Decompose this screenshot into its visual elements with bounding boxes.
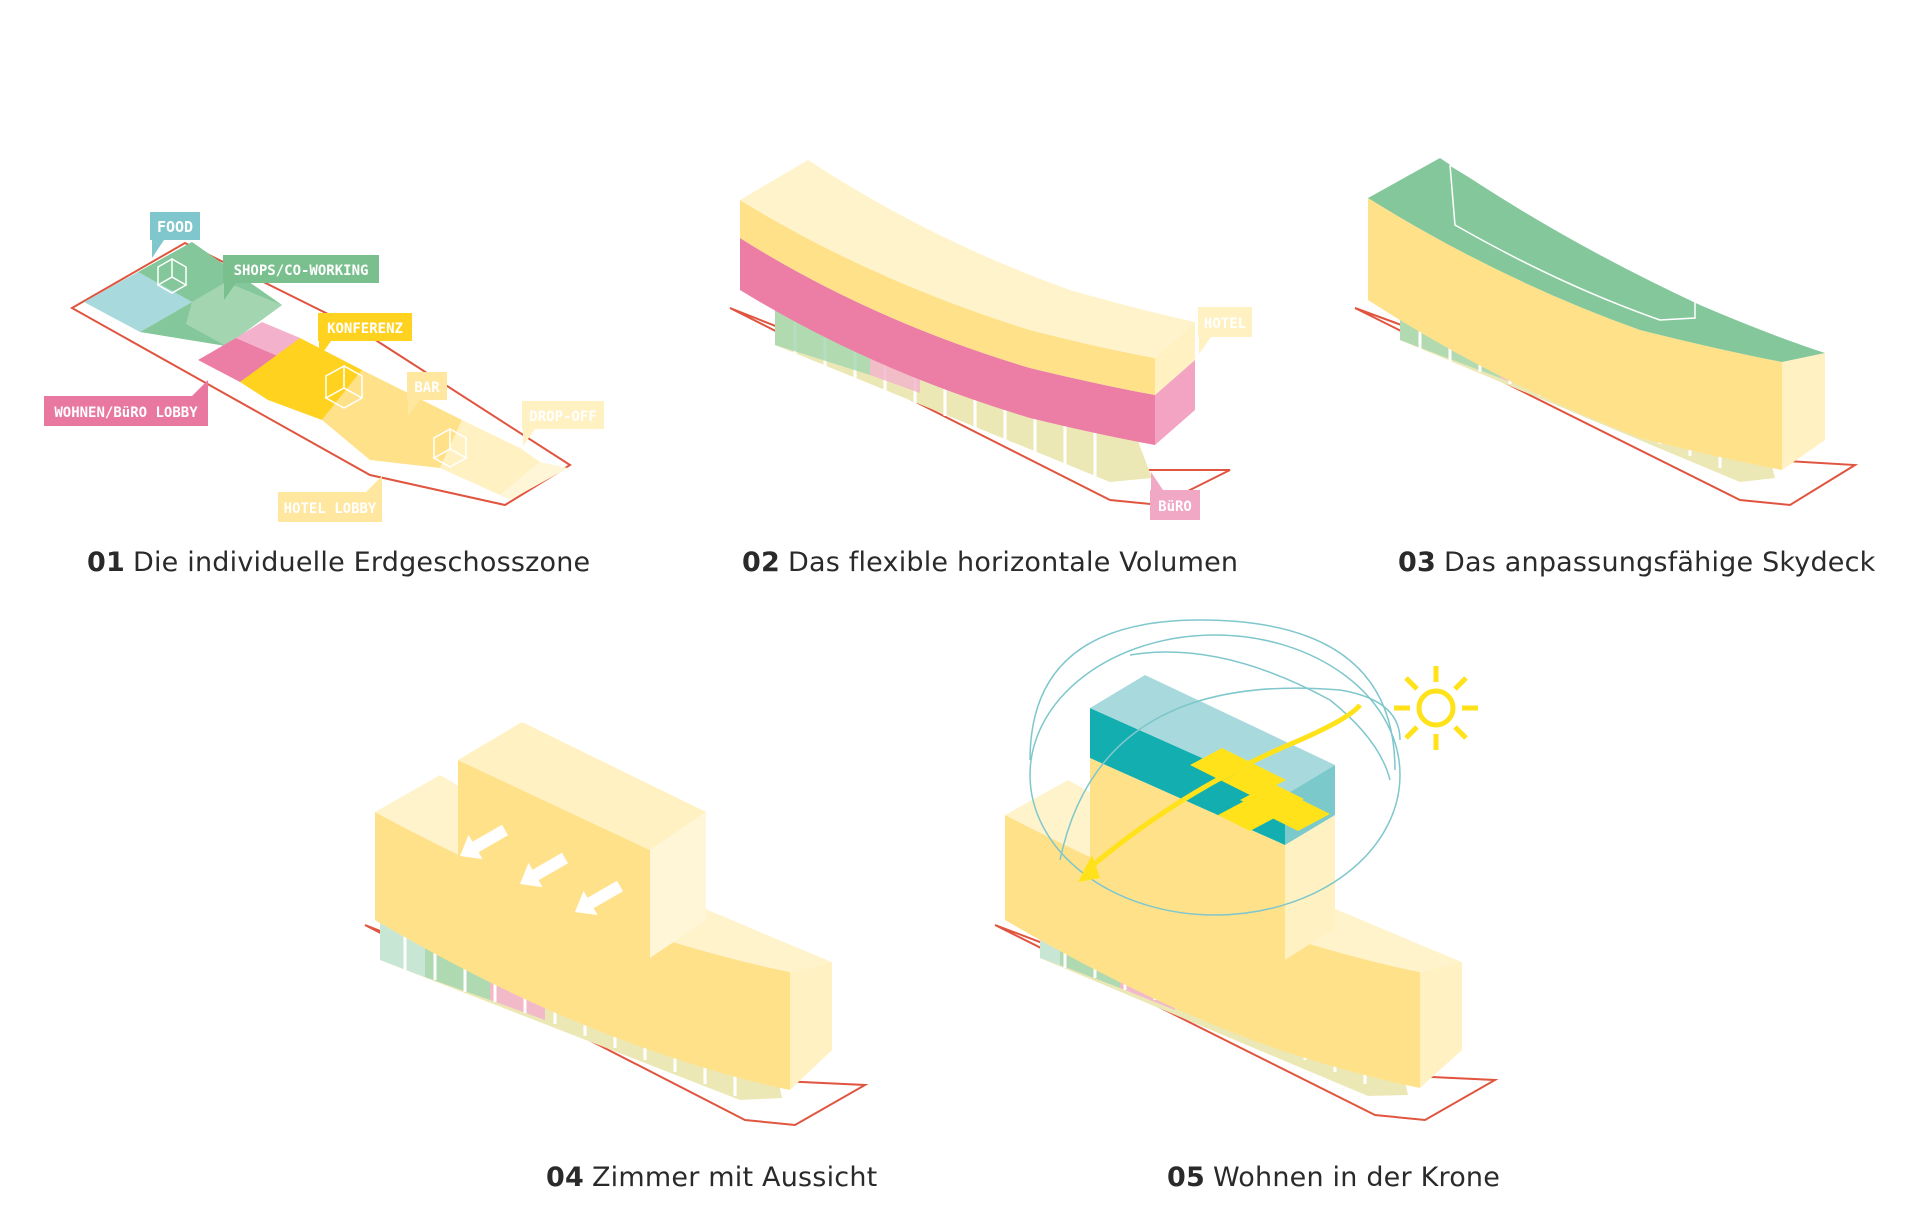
caption-02-text: Das flexible horizontale Volumen: [787, 547, 1239, 578]
base-volume-front: [375, 812, 790, 1090]
sun-path-dome: [1029, 619, 1401, 916]
label-buero-text: BüRO: [1158, 499, 1192, 515]
view-arrow-icon: [574, 880, 623, 916]
caption-03-number: 03: [1398, 547, 1436, 578]
label-lobby: WOHNEN/BüRO LOBBY: [44, 380, 208, 426]
zone-dropoff: [500, 462, 568, 500]
terrace: [1190, 748, 1254, 781]
caption-04-number: 04: [546, 1162, 584, 1193]
sun-path-arrow: [1083, 703, 1362, 874]
base-volume-end: [790, 962, 832, 1090]
volume-buero-front: [740, 238, 1155, 445]
sun-icon: [1394, 666, 1478, 750]
zone-lobby: [198, 338, 278, 382]
glass-box-2: [324, 364, 364, 409]
zone-bar: [440, 420, 540, 495]
label-hotel-lobby: HOTEL LOBBY: [278, 476, 382, 522]
view-arrow-icon: [519, 852, 568, 888]
terraces: [1190, 748, 1330, 831]
label-dropoff-text: DROP-OFF: [529, 409, 596, 425]
volume-buero-end: [1155, 360, 1195, 445]
view-arrows: [459, 824, 623, 916]
label-hotel-lobby-text: HOTEL LOBBY: [284, 501, 377, 517]
terrace: [1218, 798, 1282, 831]
caption-02-number: 02: [742, 547, 780, 578]
base-volume-front: [1005, 815, 1420, 1088]
caption-04-text: Zimmer mit Aussicht: [591, 1162, 878, 1193]
label-lobby-text: WOHNEN/BüRO LOBBY: [54, 405, 198, 421]
label-shops-text: SHOPS/CO-WORKING: [234, 263, 369, 279]
label-bar: BAR: [407, 372, 447, 416]
room-block-end: [650, 812, 706, 958]
terrace: [1266, 798, 1330, 831]
volume-hotel-end: [1155, 322, 1195, 395]
label-food: FOOD: [150, 212, 200, 258]
caption-03-text: Das anpassungsfähige Skydeck: [1443, 547, 1876, 578]
label-dropoff: DROP-OFF: [522, 401, 604, 446]
label-food-text: FOOD: [157, 218, 193, 236]
volume-roof: [740, 160, 1195, 358]
label-hotel: HOTEL: [1198, 307, 1252, 354]
glass-boxes: [156, 257, 468, 468]
caption-01-number: 01: [87, 547, 125, 578]
dome-outline: [1029, 619, 1396, 771]
label-bar-text: BAR: [414, 380, 440, 396]
zone-lobby-light: [236, 322, 300, 356]
site-outline: [69, 241, 572, 507]
tower-top: [1090, 675, 1335, 795]
sun-path-arrowhead-icon: [1078, 855, 1100, 882]
label-shops: SHOPS/CO-WORKING: [223, 255, 379, 300]
zone-shops-light: [186, 282, 282, 346]
terrace: [1222, 764, 1286, 797]
caption-05-text: Wohnen in der Krone: [1212, 1162, 1501, 1193]
volume-hotel-front: [740, 200, 1155, 395]
glass-box-1: [156, 257, 188, 294]
glass-box-3: [432, 427, 468, 468]
label-konferenz: KONFERENZ: [318, 313, 412, 358]
diagram-01-ground-floor: FOOD SHOPS/CO-WORKING KONFERENZ WOHNEN/B…: [44, 212, 604, 522]
view-arrow-icon: [459, 824, 508, 860]
volume-front: [1368, 198, 1782, 470]
label-konferenz-text: KONFERENZ: [327, 321, 403, 337]
diagram-05-crown: [994, 619, 1499, 1122]
tower-end-yellow: [1285, 815, 1335, 960]
room-block-top: [458, 722, 706, 850]
diagram-03-skydeck: [1354, 158, 1859, 507]
tower-front-yellow: [1090, 758, 1285, 960]
diagram-02-volume: HOTEL BüRO: [729, 160, 1252, 520]
zone-konferenz: [240, 338, 362, 420]
dome-arc: [1059, 687, 1401, 861]
caption-01-text: Die individuelle Erdgeschosszone: [132, 547, 591, 578]
skydeck-canopy: [1449, 164, 1696, 321]
label-buero: BüRO: [1150, 472, 1200, 520]
dome-arc: [1129, 651, 1391, 781]
volume-end: [1782, 353, 1825, 470]
dome-base: [1029, 634, 1401, 916]
skydeck-roof: [1368, 158, 1825, 362]
label-hotel-text: HOTEL: [1204, 316, 1246, 332]
caption-05-number: 05: [1167, 1162, 1205, 1193]
diagram-04-rooms: [364, 722, 869, 1127]
base-volume-end: [1420, 962, 1462, 1088]
